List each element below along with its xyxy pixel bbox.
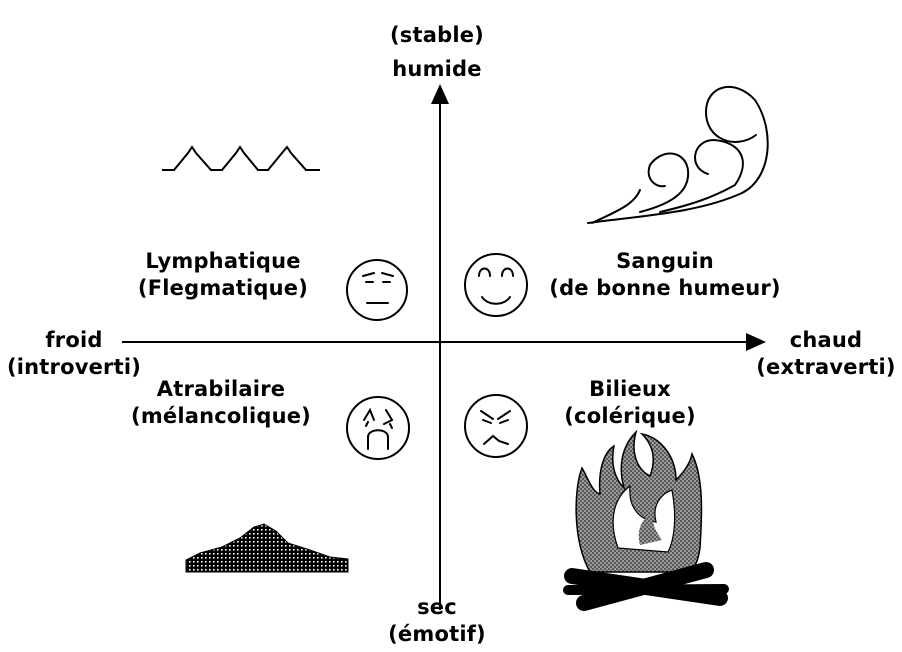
quadrant-bottom-right-alt: (colérique) [560,403,700,430]
quadrant-bottom-left-label: Atrabilaire (mélancolique) [116,376,326,430]
axis-bottom-label: sec (émotif) [383,594,491,648]
vertical-axis-arrowhead [431,84,449,104]
angry-face-icon [465,395,527,457]
water-waves-icon [162,147,320,170]
sad-face-icon [347,397,409,459]
smiling-face-icon [465,254,527,316]
axis-left-line1: froid [6,327,142,354]
axis-top-line1: (stable) [383,22,491,49]
fire-icon [568,432,724,603]
earth-mound-icon [186,524,348,572]
axis-left-label: froid (introverti) [6,327,142,381]
quadrant-top-right-alt: (de bonne humeur) [540,275,790,302]
axis-bottom-line2: (émotif) [383,621,491,648]
quadrant-top-left-label: Lymphatique (Flegmatique) [118,248,328,302]
quadrant-top-right-name: Sanguin [540,248,790,275]
axis-right-line2: (extraverti) [752,354,900,381]
axis-right-label: chaud (extraverti) [752,327,900,381]
fire-logs [568,570,724,603]
axis-top-label: (stable) humide [383,22,491,83]
quadrant-top-right-label: Sanguin (de bonne humeur) [540,248,790,302]
quadrant-bottom-right-label: Bilieux (colérique) [560,376,700,430]
quadrant-bottom-left-name: Atrabilaire [116,376,326,403]
axis-right-line1: chaud [752,327,900,354]
axis-bottom-line1: sec [383,594,491,621]
quadrant-top-left-alt: (Flegmatique) [118,275,328,302]
quadrant-bottom-left-alt: (mélancolique) [116,403,326,430]
axis-top-line2: humide [383,56,491,83]
quadrant-bottom-right-name: Bilieux [560,376,700,403]
air-swirl-icon [588,87,768,223]
neutral-face-icon [347,260,407,320]
quadrant-top-left-name: Lymphatique [118,248,328,275]
